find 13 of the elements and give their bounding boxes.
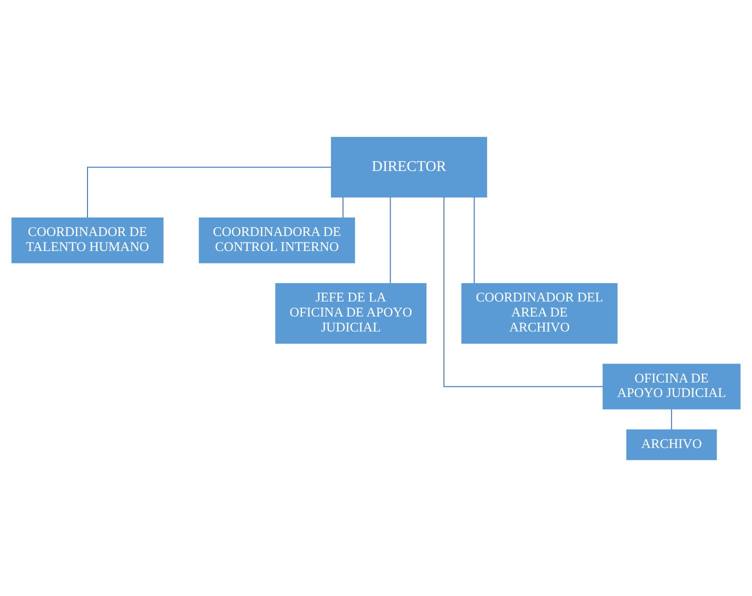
node-box: DIRECTOR xyxy=(330,136,488,198)
node-box: JEFE DE LA OFICINA DE APOYO JUDICIAL xyxy=(275,282,426,344)
node-box: COORDINADOR DEL AREA DE ARCHIVO xyxy=(461,282,618,344)
node-box: COORDINADOR DE TALENTO HUMANO xyxy=(11,217,164,263)
connector xyxy=(390,196,391,284)
connector xyxy=(87,166,332,218)
connector xyxy=(443,196,604,387)
node-box: COORDINADORA DE CONTROL INTERNO xyxy=(198,217,356,263)
connector xyxy=(671,408,672,430)
node-box: ARCHIVO xyxy=(626,428,717,460)
connector xyxy=(474,196,475,284)
node-box: OFICINA DE APOYO JUDICIAL xyxy=(602,363,741,409)
connector xyxy=(342,196,344,218)
